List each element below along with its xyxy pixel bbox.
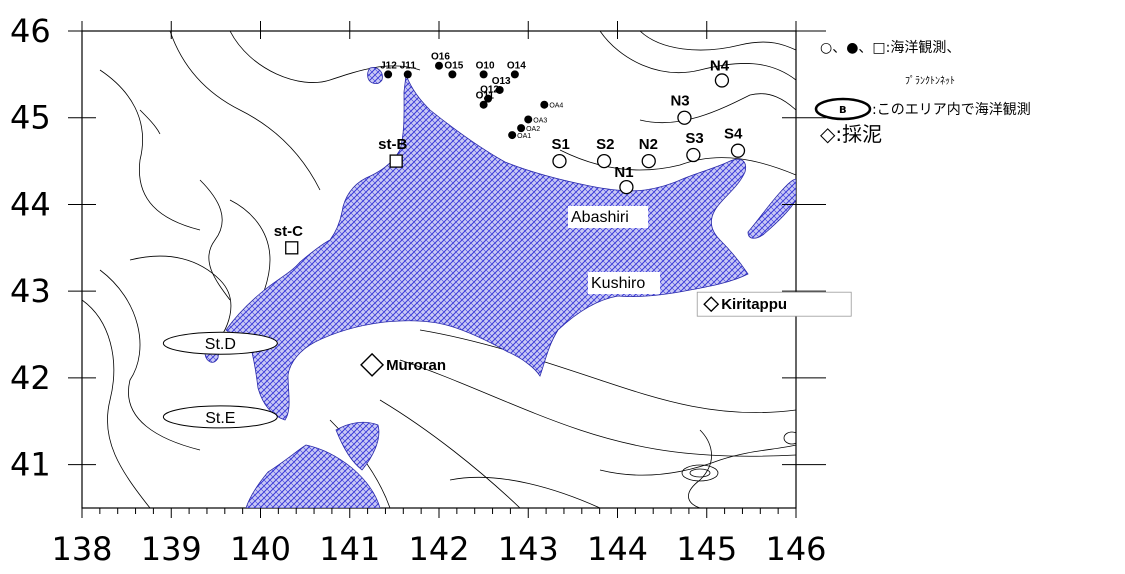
place-labels: Abashiri Kushiro <box>568 206 660 294</box>
station-dot <box>508 131 517 140</box>
station-dot <box>479 100 488 109</box>
y-axis-labels: 46 45 44 43 42 41 <box>10 12 51 484</box>
station-diamond-label: Muroran <box>386 357 446 374</box>
x-tick-label: 144 <box>587 530 648 568</box>
legend-row-observation: ○、●、□:海洋観測、 <box>820 39 960 56</box>
station-dot <box>448 70 457 79</box>
land-shimokita <box>335 421 380 471</box>
station-dot <box>540 100 549 109</box>
station-area-label: St.D <box>205 336 236 353</box>
land-islet <box>367 67 383 84</box>
station-square <box>389 154 403 168</box>
kiritappu-label-box <box>696 291 852 317</box>
y-tick-label: 46 <box>10 12 51 50</box>
land-honshu <box>245 444 381 508</box>
station-dot-label: J12 <box>380 60 397 71</box>
legend-row-area: :このエリア内で海洋観測 <box>872 101 1031 118</box>
station-circle <box>552 153 567 169</box>
bathymetry-contours <box>82 31 796 508</box>
station-dot-label: O13 <box>492 76 511 87</box>
y-tick-label: 41 <box>10 446 51 484</box>
x-tick-label: 141 <box>319 530 380 568</box>
land-kunashiri <box>747 178 796 239</box>
station-square <box>285 241 299 255</box>
station-dot-label: O12 <box>480 85 499 96</box>
station-dot-label: OA1 <box>517 133 531 140</box>
station-dot-label: O10 <box>476 60 495 71</box>
station-circle <box>714 73 730 88</box>
x-axis-labels: 138 139 140 141 142 143 144 145 146 <box>51 530 826 568</box>
station-dot-label: O14 <box>507 60 526 71</box>
x-tick-label: 138 <box>51 530 112 568</box>
label-abashiri: Abashiri <box>571 209 629 226</box>
station-area-label: St.E <box>205 410 235 427</box>
station-circle <box>686 147 701 163</box>
legend-row-sediment: ◇:採泥 <box>820 122 882 146</box>
axis-ticks <box>68 21 826 518</box>
station-dot-label: OA2 <box>526 126 540 133</box>
station-dot <box>524 115 533 124</box>
station-diamond-label: Kiritappu <box>721 296 787 313</box>
station-dot-label: O11 <box>476 91 495 102</box>
station-dot <box>479 70 488 79</box>
station-dot <box>510 70 519 79</box>
x-tick-label: 139 <box>141 530 202 568</box>
station-circle <box>596 153 612 169</box>
x-tick-label: 145 <box>676 530 737 568</box>
station-dot <box>495 85 504 94</box>
y-tick-label: 44 <box>10 185 51 223</box>
station-dot-label: OA4 <box>549 103 563 110</box>
station-dot <box>384 70 393 79</box>
legend-area-badge: B <box>839 105 847 116</box>
station-circle-label: S2 <box>596 136 614 153</box>
station-square-label: st-C <box>274 223 303 240</box>
station-circle-label: N2 <box>639 136 658 153</box>
legend-row-plankton: ﾌﾟﾗﾝｸﾄﾝﾈｯﾄ <box>905 75 955 87</box>
station-circle-label: S1 <box>551 136 569 153</box>
station-area-ellipse <box>162 331 278 355</box>
station-area-ellipse <box>162 405 278 429</box>
x-tick-label: 140 <box>230 530 291 568</box>
y-tick-label: 42 <box>10 359 51 397</box>
station-circle <box>677 110 692 125</box>
legend: ○、●、□:海洋観測、 ﾌﾟﾗﾝｸﾄﾝﾈｯﾄ B :このエリア内で海洋観測 ◇:… <box>814 39 1031 146</box>
land-hokkaido <box>225 74 749 421</box>
station-diamond <box>703 296 720 313</box>
station-circle <box>641 153 656 169</box>
station-dot <box>517 124 526 133</box>
station-dot-label: OA3 <box>533 117 547 124</box>
x-tick-label: 146 <box>765 530 826 568</box>
station-square-label: st-B <box>378 136 407 153</box>
station-circle-label: S4 <box>724 126 743 143</box>
station-circle <box>619 179 634 195</box>
station-dot <box>403 70 412 79</box>
station-circle-label: N1 <box>614 164 633 181</box>
station-dot-label: O16 <box>431 52 450 63</box>
station-dot-label: J11 <box>400 60 417 71</box>
station-circle-label: N3 <box>670 93 689 110</box>
station-dot <box>484 94 493 103</box>
y-tick-label: 45 <box>10 99 51 137</box>
x-tick-label: 143 <box>498 530 559 568</box>
label-kushiro: Kushiro <box>591 275 645 292</box>
y-tick-label: 43 <box>10 272 51 310</box>
x-tick-label: 142 <box>408 530 469 568</box>
station-dot-label: O15 <box>444 60 463 71</box>
station-circle <box>730 143 746 158</box>
legend-area-ellipse <box>814 97 872 121</box>
station-dot <box>435 61 443 70</box>
station-diamond <box>360 352 385 377</box>
station-circle-label: N4 <box>710 57 730 74</box>
station-circle-label: S3 <box>685 130 703 147</box>
